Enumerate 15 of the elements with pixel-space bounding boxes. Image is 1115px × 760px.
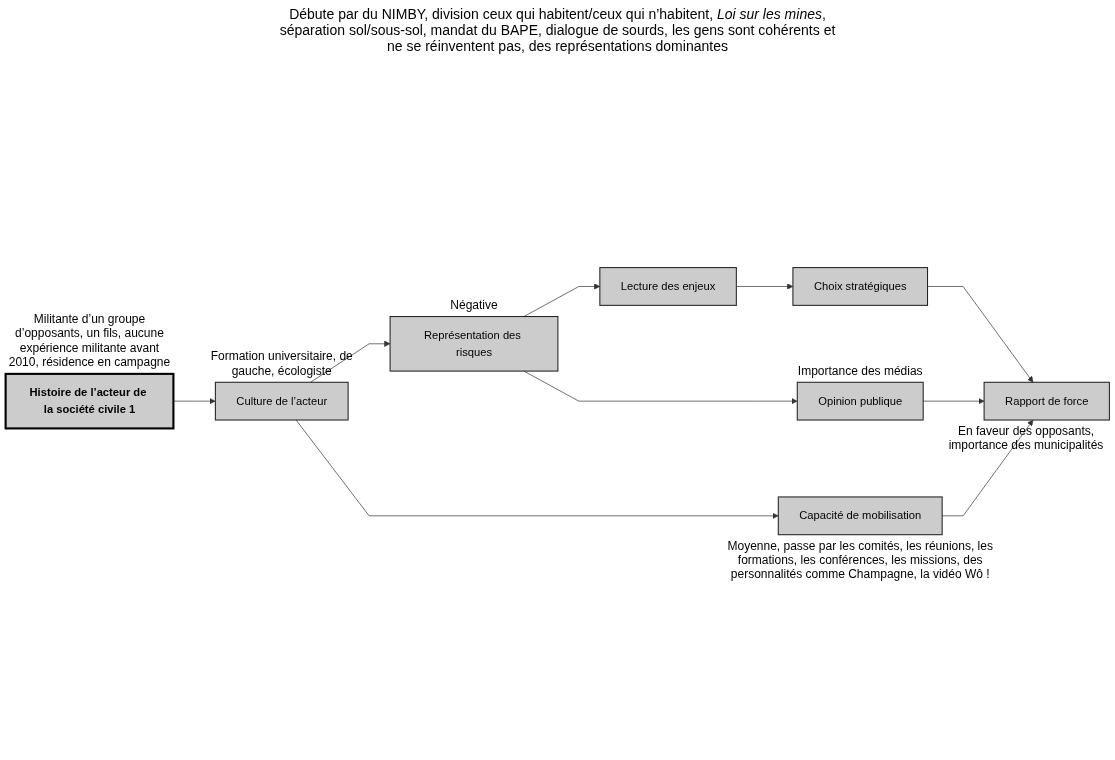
node-note: Importance des médias bbox=[796, 364, 924, 379]
node-box: Histoire de l’acteur de la société civile 1 bbox=[4, 372, 175, 430]
node-note: Négative bbox=[449, 298, 499, 313]
node-box: Représentation des risques bbox=[389, 315, 559, 372]
node-box: Rapport de force bbox=[983, 381, 1110, 421]
note-text: Débute par du NIMBY, division ceux qui habitent/ceux qui n’habitent, Loi sur les mines, séparation sol/sous-sol, mandat du BAPE, dialogue de sourds, les gens sont cohérents et ne se réinventent pas, des représentations dominantes bbox=[278, 6, 837, 54]
node-box: Lecture des enjeux bbox=[599, 266, 737, 306]
node-box: Choix stratégiques bbox=[792, 266, 929, 306]
node-note: Militante d’un groupe d’opposants, un fils, aucune expérience militante avant 2010, résidence en campagne bbox=[7, 311, 172, 370]
node-box: Capacité de mobilisation bbox=[777, 496, 943, 536]
node-note: En faveur des opposants, importance des municipalités bbox=[947, 423, 1105, 453]
node-note: Formation universitaire, de gauche, écologiste bbox=[209, 349, 354, 378]
node-box: Culture de l’acteur bbox=[214, 381, 349, 421]
node-note: Moyenne, passe par les comités, les réunions, les formations, les conférences, les missions, des personnalités comme Champagne, la vidéo Wô ! bbox=[726, 538, 994, 582]
node-box: Opinion publique bbox=[796, 381, 924, 421]
